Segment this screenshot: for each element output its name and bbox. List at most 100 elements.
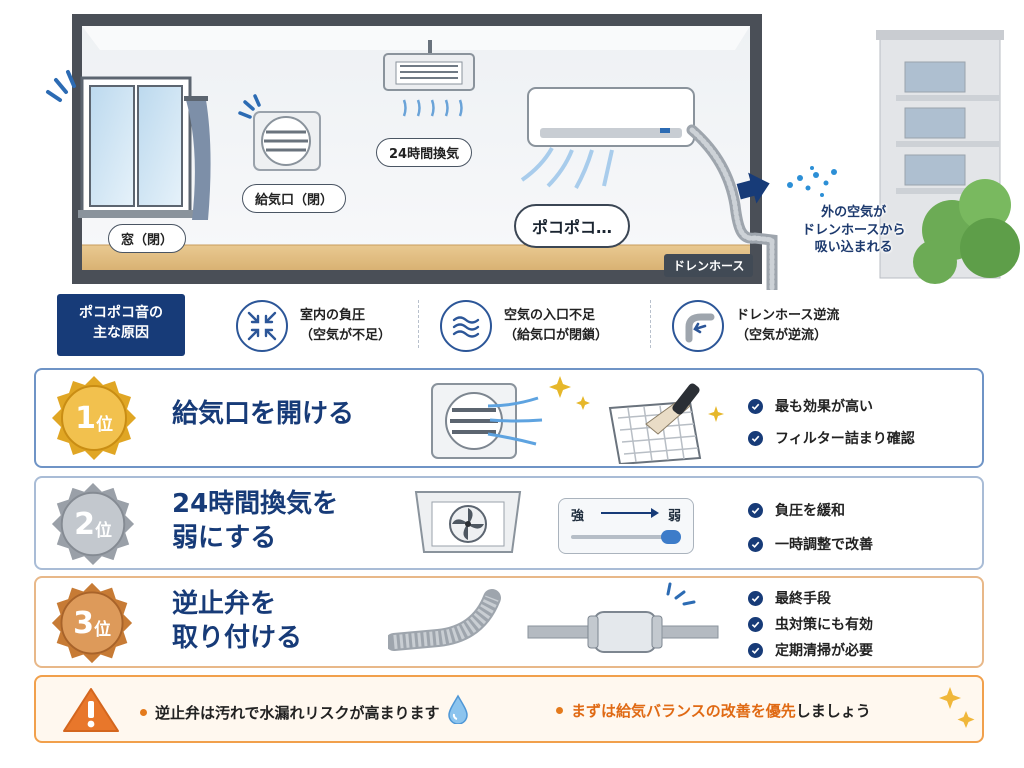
cause-divider-1 [418,300,419,348]
warning-right-suffix: しましょう [795,702,871,720]
warning-icon [63,688,119,732]
vent-sound-marks [238,94,261,119]
rank-3-benefit-2: 虫対策にも有効 [748,614,873,634]
slider-label-weak: 弱 [667,509,681,524]
rank-3-title-line-2: 取り付ける [172,622,303,653]
rank-2-benefits: 負圧を緩和 一時調整で改善 [748,500,873,554]
room-scene-graphic [46,14,1020,290]
warning-right: まずは 給気バランスの改善 を 優先 しましょう [556,700,871,721]
air-waves-icon [440,300,492,352]
rank-1-benefits: 最も効果が高い フィルター詰まり確認 [748,396,915,448]
causes-title-line-2: 主な原因 [93,325,149,342]
rank-3-benefit-1-text: 最終手段 [775,591,831,607]
warning-banner: 逆止弁は汚れで水漏れリスクが高まります まずは 給気バランスの改善 を 優先 し… [34,675,984,743]
rank-2-benefit-2-text: 一時調整で改善 [775,537,873,553]
slider-track [571,535,681,539]
water-drop-icon [447,694,468,724]
window-label: 窓（閉） [108,224,187,253]
supply-vent-label: 給気口（閉） [242,184,347,213]
rank-2-number: 2 [74,506,95,542]
check-icon [748,590,763,606]
cause-air-inlet-shortage: 空気の入口不足 （給気口が閉鎖） [440,296,608,356]
warning-left: 逆止弁は汚れで水漏れリスクが高まります [140,694,470,724]
rank-3-title-line-1: 逆止弁を [172,589,277,619]
air-inflow-arrow [736,166,837,204]
rank-1-benefit-2: フィルター詰まり確認 [748,428,915,448]
rank-2-benefit-1: 負圧を緩和 [748,500,873,520]
sparkle-icon [939,687,975,728]
rank-1-illustration [431,376,724,464]
air-conditioner-graphic [520,87,778,290]
rank-3-benefit-3: 定期清掃が必要 [748,640,873,660]
check-icon [748,642,763,658]
hose-backflow-icon [672,300,724,352]
check-icon [748,502,763,518]
cause-2-line-2: （給気口が閉鎖） [504,328,609,343]
ventilation-label: 24時間換気 [376,138,473,167]
causes-title: ポコポコ音の 主な原因 [57,294,185,356]
tree [913,179,1020,284]
ceiling-fan-graphic [414,491,522,553]
rank-2-unit: 位 [94,520,112,541]
rank-3-title: 逆止弁を 取り付ける [172,588,302,656]
rank-3-illustration [388,582,719,653]
rank-3-unit: 位 [93,619,111,640]
rank-1-unit: 位 [95,414,113,435]
warning-right-prefix: まずは [571,702,617,720]
cause-divider-2 [650,300,651,348]
rank-1-benefit-2-text: フィルター詰まり確認 [775,431,915,447]
outside-air-note: 外の空気が ドレンホースから 吸い込まれる [802,204,905,257]
fan-strength-slider: 強 弱 [558,498,694,554]
rank-3-benefit-2-text: 虫対策にも有効 [775,617,873,633]
slider-thumb [661,530,681,544]
rank-3-benefit-1: 最終手段 [748,588,873,608]
cause-3-line-1: ドレンホース逆流 [736,307,840,323]
rank-3-benefit-3-text: 定期清掃が必要 [775,643,873,659]
rank-2-title: 24時間換気を 弱にする [172,488,338,556]
rank-1-title-line-1: 給気口を開ける [172,399,355,429]
bullet-dot [140,708,147,716]
causes-row: ポコポコ音の 主な原因 室内の負圧 （空気が不足） 空気の入口不足 （給気口が閉… [0,290,1024,362]
window-graphic [78,76,211,220]
cause-1-line-1: 室内の負圧 [300,307,366,323]
hose-graphic [388,589,501,651]
filter-brush-graphic [608,383,724,464]
warning-highlight-balance: 給気バランスの改善 [616,702,751,720]
outside-air-note-line-2: ドレンホースから [802,222,906,238]
window-sound-marks [46,70,76,102]
negative-pressure-icon [236,300,288,352]
check-icon [748,536,763,552]
drain-hose-label: ドレンホース [664,254,754,277]
check-icon [748,616,763,632]
rank-1-number: 1 [75,400,96,436]
rank-1-benefit-1-text: 最も効果が高い [775,399,873,415]
rank-2-title-line-2: 弱にする [172,522,277,553]
arrow-right-icon [601,508,659,518]
rank-3-benefits: 最終手段 虫対策にも有効 定期清掃が必要 [748,588,873,660]
cause-hose-backflow: ドレンホース逆流 （空気が逆流） [672,296,839,356]
rank-3-number: 3 [73,605,94,641]
open-vent-graphic [431,376,590,459]
room-illustration: 窓（閉） 給気口（閉） 24時間換気 ポコポコ… ドレンホース 外の空気が ドレ… [0,0,1024,290]
check-valve-graphic [527,582,719,653]
bullet-dot [556,707,563,714]
slider-label-strong: 強 [571,509,585,524]
supply-vent-graphic [253,111,321,171]
causes-title-line-1: ポコポコ音の [79,305,163,321]
cause-2-line-1: 空気の入口不足 [504,307,596,323]
rank-1-benefit-1: 最も効果が高い [748,396,915,416]
rank-2-benefit-2: 一時調整で改善 [748,534,873,554]
outside-air-note-line-1: 外の空気が [821,205,887,220]
rank-2-benefit-1-text: 負圧を緩和 [775,503,845,519]
ceiling-ventilation-graphic [383,40,475,117]
cause-negative-pressure: 室内の負圧 （空気が不足） [236,296,391,356]
rank-1-title: 給気口を開ける [172,398,354,432]
warning-right-middle: を [750,702,766,720]
sound-bubble: ポコポコ… [514,204,631,248]
